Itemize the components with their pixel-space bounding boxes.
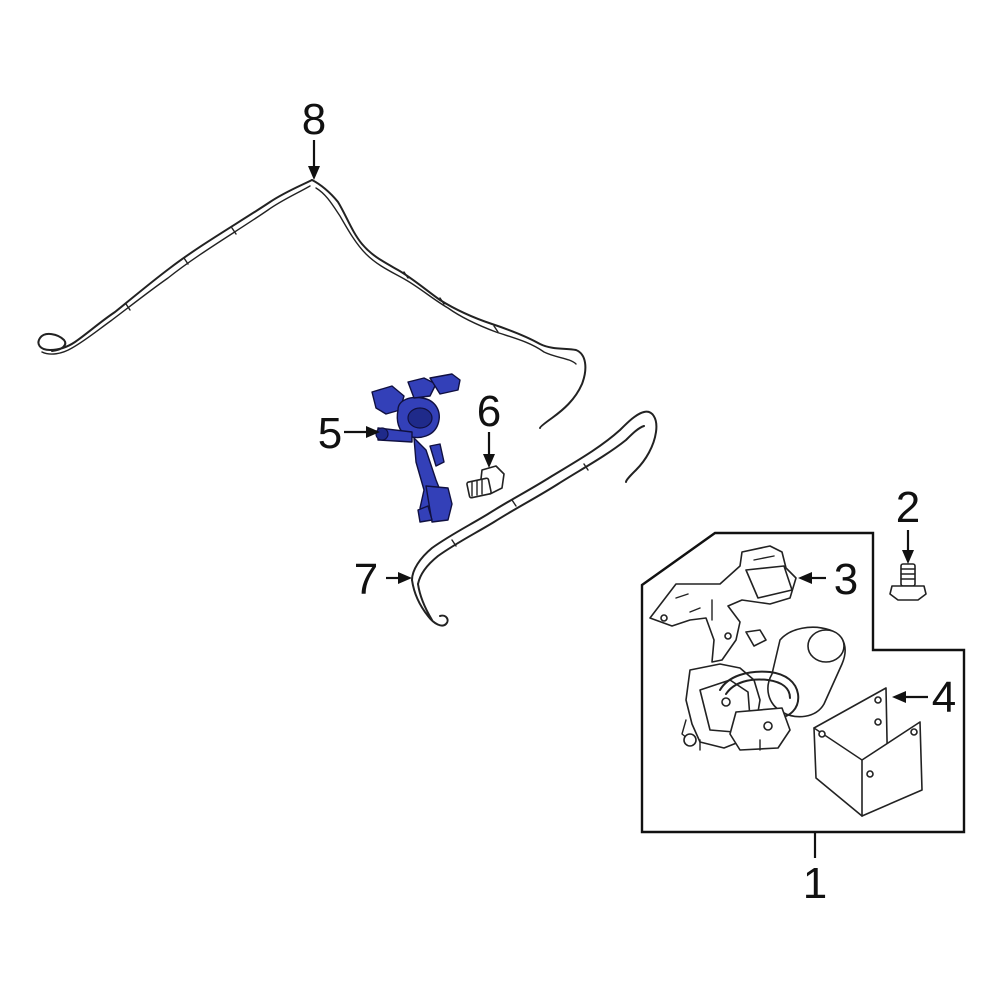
callout-7: 7 bbox=[354, 555, 378, 604]
leader-6 bbox=[483, 432, 495, 468]
part-1-compressor[interactable] bbox=[681, 626, 846, 751]
callout-1: 1 bbox=[803, 859, 827, 908]
leader-5 bbox=[344, 426, 380, 438]
callout-2: 2 bbox=[896, 483, 920, 532]
part-8-harness[interactable] bbox=[37, 179, 587, 429]
callout-3: 3 bbox=[834, 555, 858, 604]
callout-6: 6 bbox=[477, 387, 501, 436]
leader-2 bbox=[902, 530, 914, 564]
callout-5: 5 bbox=[318, 409, 342, 458]
leader-4 bbox=[892, 691, 928, 703]
part-7-hose[interactable] bbox=[411, 410, 658, 627]
part-4-shield[interactable] bbox=[813, 687, 923, 817]
part-3-bracket[interactable] bbox=[649, 545, 797, 663]
part-1-frame bbox=[640, 531, 966, 834]
part-6-bolt[interactable] bbox=[466, 465, 505, 499]
leader-8 bbox=[308, 140, 320, 180]
part-5-height-sensor[interactable] bbox=[371, 373, 461, 523]
callout-4: 4 bbox=[932, 673, 956, 722]
callout-8: 8 bbox=[302, 95, 326, 144]
part-2-bolt[interactable] bbox=[889, 563, 927, 601]
leader-3 bbox=[798, 572, 826, 584]
leader-7 bbox=[386, 572, 412, 584]
